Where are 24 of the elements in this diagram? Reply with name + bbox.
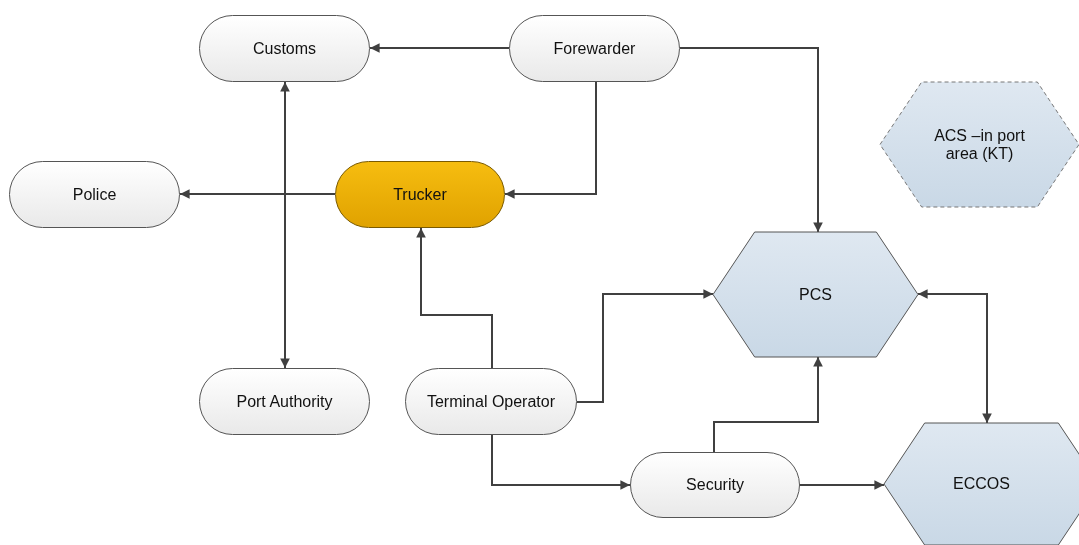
node-label: ECCOS <box>952 475 1011 493</box>
arrow <box>917 289 992 424</box>
arrow <box>679 47 823 233</box>
node-label: Police <box>71 185 118 204</box>
node-label: Security <box>685 476 745 494</box>
system-hexagon <box>880 82 1079 207</box>
system-hexagon <box>884 423 1079 545</box>
node-label: Customs <box>251 39 318 58</box>
system-hexagon <box>713 232 918 357</box>
arrow <box>713 356 823 453</box>
arrow <box>369 43 510 53</box>
arrow <box>416 227 493 369</box>
arrow <box>576 289 714 403</box>
arrow <box>179 189 336 199</box>
node-label: Forewarder <box>552 39 637 58</box>
node-label: Trucker <box>392 185 448 204</box>
node-label: ACS –in port area (KT) <box>933 126 1026 163</box>
arrow <box>280 81 290 369</box>
arrow <box>491 434 631 490</box>
node-label: Terminal Operator <box>425 392 556 411</box>
node-label: Port Authority <box>235 392 334 411</box>
arrow <box>799 480 885 490</box>
node-label: PCS <box>798 285 833 304</box>
arrow <box>504 81 597 199</box>
